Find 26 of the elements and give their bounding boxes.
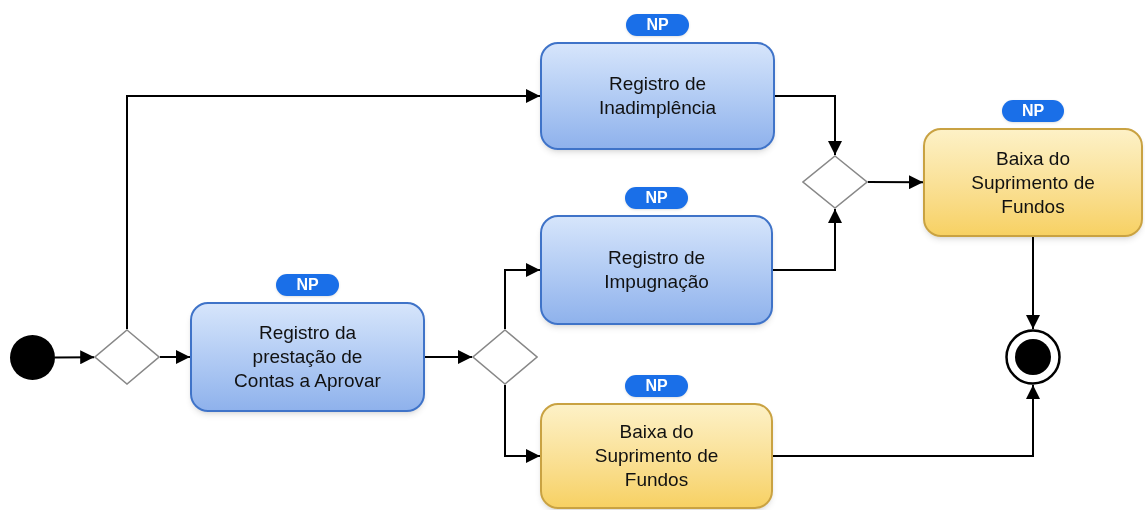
arrow [866,175,924,190]
arrow [126,89,541,330]
np-badge: NP [625,187,688,209]
np-badge: NP [1001,100,1065,122]
activity-label: Registro de Impugnação [603,246,710,294]
activity-label: Registro da prestação de Contas a Aprovar [234,321,381,393]
arrow [159,350,191,364]
activity-label: Registro de Inadimplência [597,72,718,120]
arrow [772,384,1040,457]
arrow [54,350,96,365]
start-node [10,335,55,380]
arrow [774,95,842,156]
decision-diamond [472,329,538,385]
decision-diamond [94,329,160,385]
arrow [504,384,541,463]
np-badge: NP [276,274,339,296]
np-badge: NP [626,14,689,36]
arrow [424,350,473,364]
np-badge: NP [625,375,688,397]
arrow [772,208,842,271]
end-node [1005,329,1061,385]
arrow [1026,236,1040,330]
decision-diamond [802,155,868,209]
arrow [504,263,541,330]
activity-label: Baixa do Suprimento de Fundos [970,146,1096,219]
activity-label: Baixa do Suprimento de Fundos [593,420,720,492]
